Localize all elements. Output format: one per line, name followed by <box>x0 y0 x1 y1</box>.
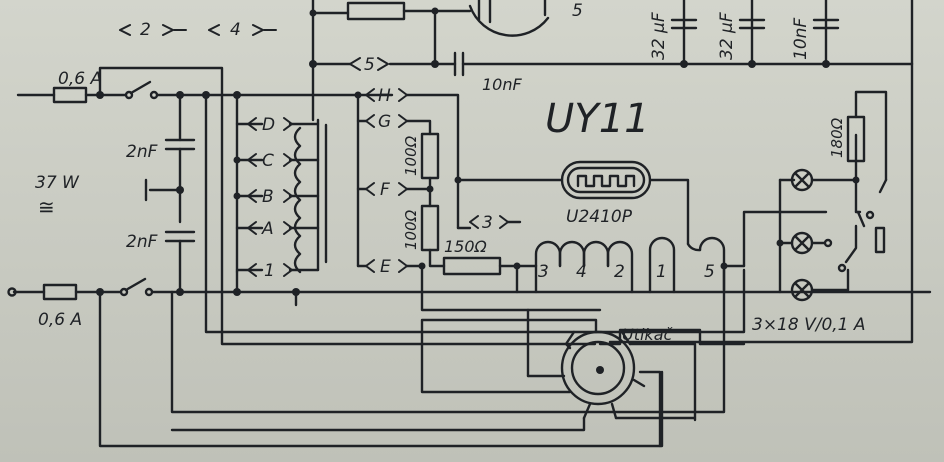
pin-5-label: 5 <box>704 262 715 282</box>
resistor-150 <box>442 256 502 276</box>
power-label: 37 W <box>35 173 80 193</box>
regulator-tube-label: U2410P <box>566 207 633 227</box>
tap-H-label: H <box>378 86 391 106</box>
mains-input <box>7 66 932 448</box>
resistor-top <box>346 1 406 21</box>
tube-envelope <box>468 4 550 37</box>
resistor-100a-label: 100Ω <box>402 135 420 176</box>
tap-connector-marks <box>247 117 293 277</box>
fuse-bottom-label: 0,6 A <box>38 310 82 330</box>
top-connector-marks <box>119 24 389 71</box>
tap-A-label: A <box>261 219 274 239</box>
tap-C-label: C <box>262 151 274 171</box>
tap-1-label: 1 <box>264 261 275 281</box>
connector-2-label: 2 <box>140 20 151 40</box>
cap-2nf-lower: 2nF <box>126 232 158 252</box>
resistor-100b <box>420 204 440 252</box>
tap-B-label: B <box>262 187 274 207</box>
connector-5-label: 5 <box>364 55 375 75</box>
cap-top2-label: 32 µF <box>717 12 737 60</box>
resistor-taps <box>354 88 602 312</box>
tap-3-label: 3 <box>482 213 493 233</box>
capacitor-top2 <box>738 18 766 30</box>
cap-10nf-label: 10nF <box>482 75 523 94</box>
ac-dc-symbol: ≅ <box>38 195 55 219</box>
cap-2nf-upper: 2nF <box>126 142 158 162</box>
resistor-180-label: 180Ω <box>828 117 846 158</box>
fuse-top <box>52 86 88 104</box>
tube-top-pin-label: 5 <box>572 1 583 21</box>
resistor-100a <box>420 132 440 180</box>
pin-3-label: 3 <box>538 262 549 282</box>
tube-type-title: UY11 <box>545 96 650 142</box>
tap-F-label: F <box>380 180 390 200</box>
tap-D-label: D <box>262 115 275 135</box>
input-capacitors <box>144 91 196 296</box>
voltage-selector <box>170 308 746 448</box>
tap-E-label: E <box>380 257 391 277</box>
vertical-wiring <box>202 91 746 334</box>
lamps-label: 3×18 V/0,1 A <box>752 315 866 335</box>
top-wiring <box>309 0 914 122</box>
pilot-lamps <box>608 62 914 344</box>
cap-top3-label: 10nF <box>791 18 811 60</box>
fuse-bottom <box>42 283 78 301</box>
pin-4-label: 4 <box>576 262 587 282</box>
pin-2-label: 2 <box>614 262 625 282</box>
connector-4-label: 4 <box>230 20 241 40</box>
resistor-100b-label: 100Ω <box>402 209 420 250</box>
regulator-tube <box>456 160 690 246</box>
capacitor-top1 <box>670 18 698 30</box>
capacitor-top3 <box>812 18 840 30</box>
resistor-150-label: 150Ω <box>444 237 488 256</box>
transformer-coil <box>293 126 302 274</box>
tap-G-label: G <box>378 112 391 132</box>
cap-top1-label: 32 µF <box>649 12 669 60</box>
heater-chain <box>170 236 728 414</box>
pin-1-label: 1 <box>656 262 667 282</box>
fuse-top-label: 0,6 A <box>58 69 102 89</box>
selector-label: Utikač <box>622 325 674 344</box>
